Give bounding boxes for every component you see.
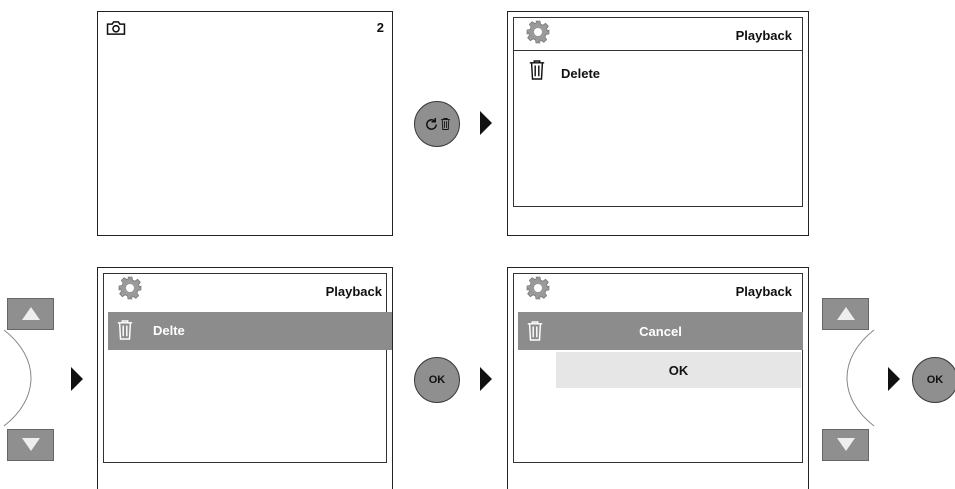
down-arrow-icon (22, 438, 40, 451)
option-ok-row[interactable]: OK (556, 352, 801, 388)
screen-1: 2 (97, 11, 393, 236)
arrow-3 (480, 367, 492, 391)
ok-button[interactable]: OK (414, 357, 460, 403)
gear-icon (526, 276, 550, 300)
gear-icon (118, 276, 142, 300)
image-counter: 2 (376, 20, 384, 35)
scroll-arc (3, 329, 32, 427)
option-ok: OK (668, 363, 689, 378)
screen-4: Playback Cancel OK (507, 267, 809, 489)
up-arrow-button[interactable] (822, 298, 869, 330)
up-arrow-icon (837, 307, 855, 320)
screen-3: Playback Delte (97, 267, 393, 489)
screen-2: Playback Delete (507, 11, 809, 236)
header-title: Playback (735, 28, 792, 43)
header-divider (514, 50, 802, 51)
menu-frame: Playback Delte (103, 273, 392, 463)
menu-frame: Playback Delete (513, 17, 803, 207)
menu-frame: Playback Cancel OK (513, 273, 803, 463)
up-arrow-icon (22, 307, 40, 320)
menu-item-label: Delte (153, 323, 185, 338)
down-arrow-button[interactable] (7, 429, 54, 461)
rotate-delete-button[interactable] (414, 101, 460, 147)
down-arrow-icon (837, 438, 855, 451)
camera-icon (106, 20, 126, 36)
rotate-icon (425, 117, 437, 130)
arrow-2 (71, 367, 83, 391)
menu-item-highlighted[interactable]: Delte (108, 312, 392, 350)
trash-icon (116, 319, 134, 341)
arrow-4 (888, 367, 900, 391)
down-arrow-button[interactable] (822, 429, 869, 461)
trash-icon (528, 59, 546, 81)
arrow-1 (480, 111, 492, 135)
gear-icon (526, 20, 550, 44)
trash-icon (440, 117, 451, 131)
header-title: Playback (735, 284, 792, 299)
header-title: Playback (325, 284, 382, 299)
scroll-arc (846, 329, 875, 427)
menu-item-delete[interactable]: Delete (561, 66, 601, 81)
ok-button[interactable]: OK (912, 357, 955, 403)
up-arrow-button[interactable] (7, 298, 54, 330)
option-cancel: Cancel (639, 324, 682, 339)
option-cancel-row[interactable]: Cancel (518, 312, 803, 350)
